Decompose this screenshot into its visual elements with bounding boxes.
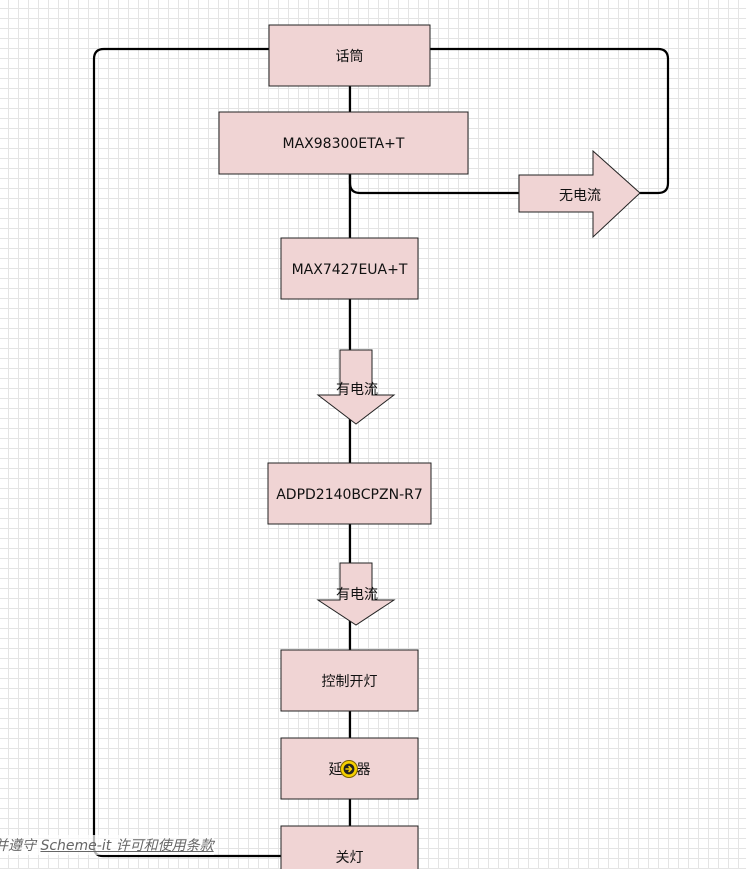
wire-branch-no-current bbox=[348, 172, 521, 195]
node-microphone-label: 话筒 bbox=[336, 48, 364, 65]
arrow-has-current-1[interactable]: 有电流 bbox=[316, 349, 396, 425]
node-light-off-label: 关灯 bbox=[336, 850, 364, 866]
node-max7427-label: MAX7427EUA+T bbox=[292, 262, 408, 278]
arrow-no-current-label: 无电流 bbox=[559, 188, 601, 204]
node-adpd2140[interactable]: ADPD2140BCPZN-R7 bbox=[267, 462, 432, 525]
node-light-off[interactable]: 关灯 bbox=[280, 825, 419, 869]
node-max98300[interactable]: MAX98300ETA+T bbox=[218, 111, 469, 175]
node-microphone[interactable]: 话筒 bbox=[268, 24, 431, 87]
node-max7427[interactable]: MAX7427EUA+T bbox=[280, 237, 419, 300]
node-adpd2140-label: ADPD2140BCPZN-R7 bbox=[276, 487, 423, 503]
arrow-has-current-1-label: 有电流 bbox=[336, 382, 378, 398]
node-max98300-label: MAX98300ETA+T bbox=[283, 136, 405, 152]
license-prefix: 并遵守 bbox=[0, 838, 36, 854]
arrow-right-circle-icon[interactable] bbox=[340, 760, 358, 778]
wire-no-current-loop bbox=[428, 47, 670, 195]
arrow-has-current-2[interactable]: 有电流 bbox=[316, 562, 396, 626]
license-link[interactable]: Scheme-it 许可和使用条款 bbox=[40, 838, 214, 854]
node-light-on[interactable]: 控制开灯 bbox=[280, 649, 419, 712]
arrow-right-glyph bbox=[343, 763, 355, 775]
arrow-has-current-2-label: 有电流 bbox=[336, 587, 378, 603]
wire-return-loop bbox=[92, 47, 284, 858]
node-light-on-label: 控制开灯 bbox=[322, 674, 378, 690]
arrow-no-current[interactable]: 无电流 bbox=[518, 149, 641, 239]
license-footer: 并遵守 Scheme-it 许可和使用条款 bbox=[0, 835, 214, 855]
